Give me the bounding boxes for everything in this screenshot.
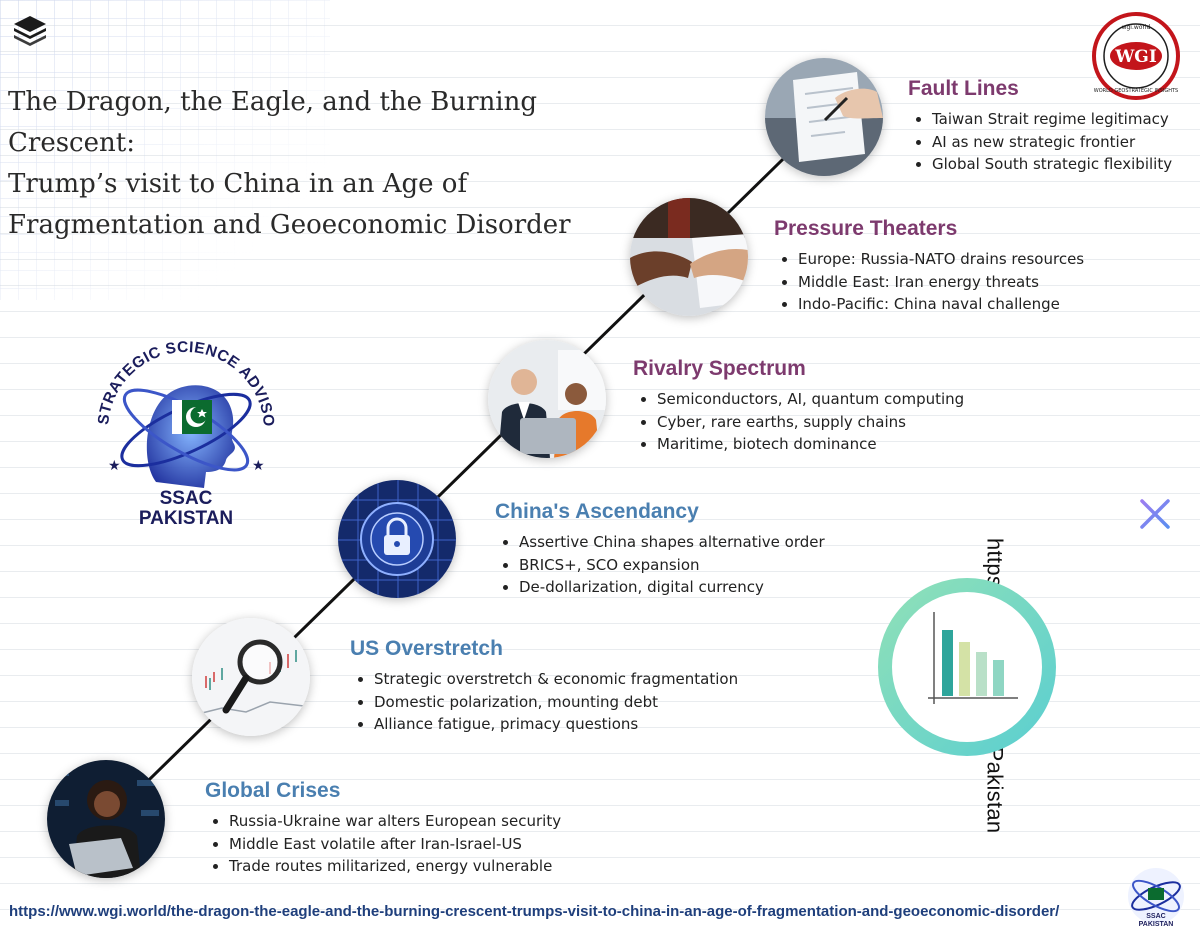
- stage-bullet-list: Assertive China shapes alternative order…: [495, 531, 825, 599]
- ssac-small-logo: SSAC PAKISTAN: [1128, 868, 1184, 928]
- stage-heading: Global Crises: [205, 779, 341, 802]
- stage-bullet: Semiconductors, AI, quantum computing: [657, 388, 964, 411]
- stage-bullet: Domestic polarization, mounting debt: [374, 691, 738, 714]
- ssac-line-1: SSAC: [160, 488, 213, 509]
- ssac-pakistan-logo: STRATEGIC SCIENCE ADVISORY COUNCIL ★ ★ S…: [86, 312, 277, 529]
- wgi-top-text: wgi.world: [1122, 24, 1151, 31]
- stage-bullet-list: Semiconductors, AI, quantum computing Cy…: [633, 388, 964, 456]
- magnifier-chart-icon: [192, 618, 310, 736]
- stage-bullet: Europe: Russia-NATO drains resources: [798, 248, 1084, 271]
- wgi-logo: WGI wgi.world WORLD GEOSTRATEGIC INSIGHT…: [1092, 12, 1180, 100]
- ssac-small-line-2: PAKISTAN: [1139, 921, 1174, 928]
- stage-bullet: Middle East volatile after Iran-Israel-U…: [229, 833, 561, 856]
- x-social-icon[interactable]: [1138, 498, 1172, 530]
- wgi-ring-text: WORLD GEOSTRATEGIC INSIGHTS: [1094, 88, 1178, 94]
- svg-text:★: ★: [252, 458, 265, 474]
- digital-lock-icon: [338, 480, 456, 598]
- stage-bullet: Alliance fatigue, primacy questions: [374, 713, 738, 736]
- wgi-letters: WGI: [1114, 47, 1157, 67]
- stage-bullet: Middle East: Iran energy threats: [798, 271, 1084, 294]
- stage-bullet: Maritime, biotech dominance: [657, 433, 964, 456]
- stage-bullet-list: Europe: Russia-NATO drains resources Mid…: [774, 248, 1084, 316]
- stage-bullet: Global South strategic flexibility: [932, 153, 1172, 176]
- ssac-small-line-1: SSAC: [1146, 913, 1165, 920]
- stage-chinas-ascendancy: China's Ascendancy Assertive China shape…: [495, 499, 825, 599]
- stage-bullet: Strategic overstretch & economic fragmen…: [374, 668, 738, 691]
- writing-document-icon: [765, 58, 883, 176]
- stage-heading: US Overstretch: [350, 637, 503, 660]
- stage-rivalry-spectrum: Rivalry Spectrum Semiconductors, AI, qua…: [633, 356, 964, 456]
- stage-heading: Fault Lines: [908, 77, 1019, 100]
- stage-heading: Rivalry Spectrum: [633, 357, 806, 380]
- ssac-line-2: PAKISTAN: [139, 508, 233, 529]
- layered-diamond-icon: [14, 16, 46, 46]
- stage-bullet: AI as new strategic frontier: [932, 131, 1172, 154]
- stage-bullet: Assertive China shapes alternative order: [519, 531, 825, 554]
- stage-global-crises: Global Crises Russia-Ukraine war alters …: [205, 778, 561, 878]
- stage-us-overstretch: US Overstretch Strategic overstretch & e…: [350, 636, 738, 736]
- stage-fault-lines: Fault Lines Taiwan Strait regime legitim…: [908, 76, 1172, 176]
- stage-bullet: Taiwan Strait regime legitimacy: [932, 108, 1172, 131]
- stage-bullet: BRICS+, SCO expansion: [519, 554, 825, 577]
- stage-bullet-list: Taiwan Strait regime legitimacy AI as ne…: [908, 108, 1172, 176]
- svg-text:★: ★: [108, 458, 121, 474]
- page-title: The Dragon, the Eagle, and the Burning C…: [8, 82, 668, 246]
- stage-bullet: Trade routes militarized, energy vulnera…: [229, 855, 561, 878]
- title-line-2: Trump’s visit to China in an Age of: [8, 169, 468, 199]
- business-meeting-icon: [488, 340, 606, 458]
- stage-heading: Pressure Theaters: [774, 217, 958, 240]
- x-profile-link-container[interactable]: https://x.com/SSAC_Pakistan: [982, 538, 1172, 844]
- stage-bullet: Russia-Ukraine war alters European secur…: [229, 810, 561, 833]
- stage-bullet: Indo-Pacific: China naval challenge: [798, 293, 1084, 316]
- stage-bullet-list: Strategic overstretch & economic fragmen…: [350, 668, 738, 736]
- stage-heading: China's Ascendancy: [495, 500, 699, 523]
- handshake-icon: [630, 198, 748, 316]
- title-line-3: Fragmentation and Geoeconomic Disorder: [8, 210, 571, 240]
- stage-bullet-list: Russia-Ukraine war alters European secur…: [205, 810, 561, 878]
- stage-bullet: Cyber, rare earths, supply chains: [657, 411, 964, 434]
- stage-pressure-theaters: Pressure Theaters Europe: Russia-NATO dr…: [774, 216, 1084, 316]
- title-line-1: The Dragon, the Eagle, and the Burning C…: [8, 87, 538, 158]
- person-laptop-icon: [47, 760, 165, 878]
- bar-chart-ring-icon: [878, 578, 1056, 756]
- article-url-link[interactable]: https://www.wgi.world/the-dragon-the-eag…: [9, 903, 1060, 920]
- stage-bullet: De-dollarization, digital currency: [519, 576, 825, 599]
